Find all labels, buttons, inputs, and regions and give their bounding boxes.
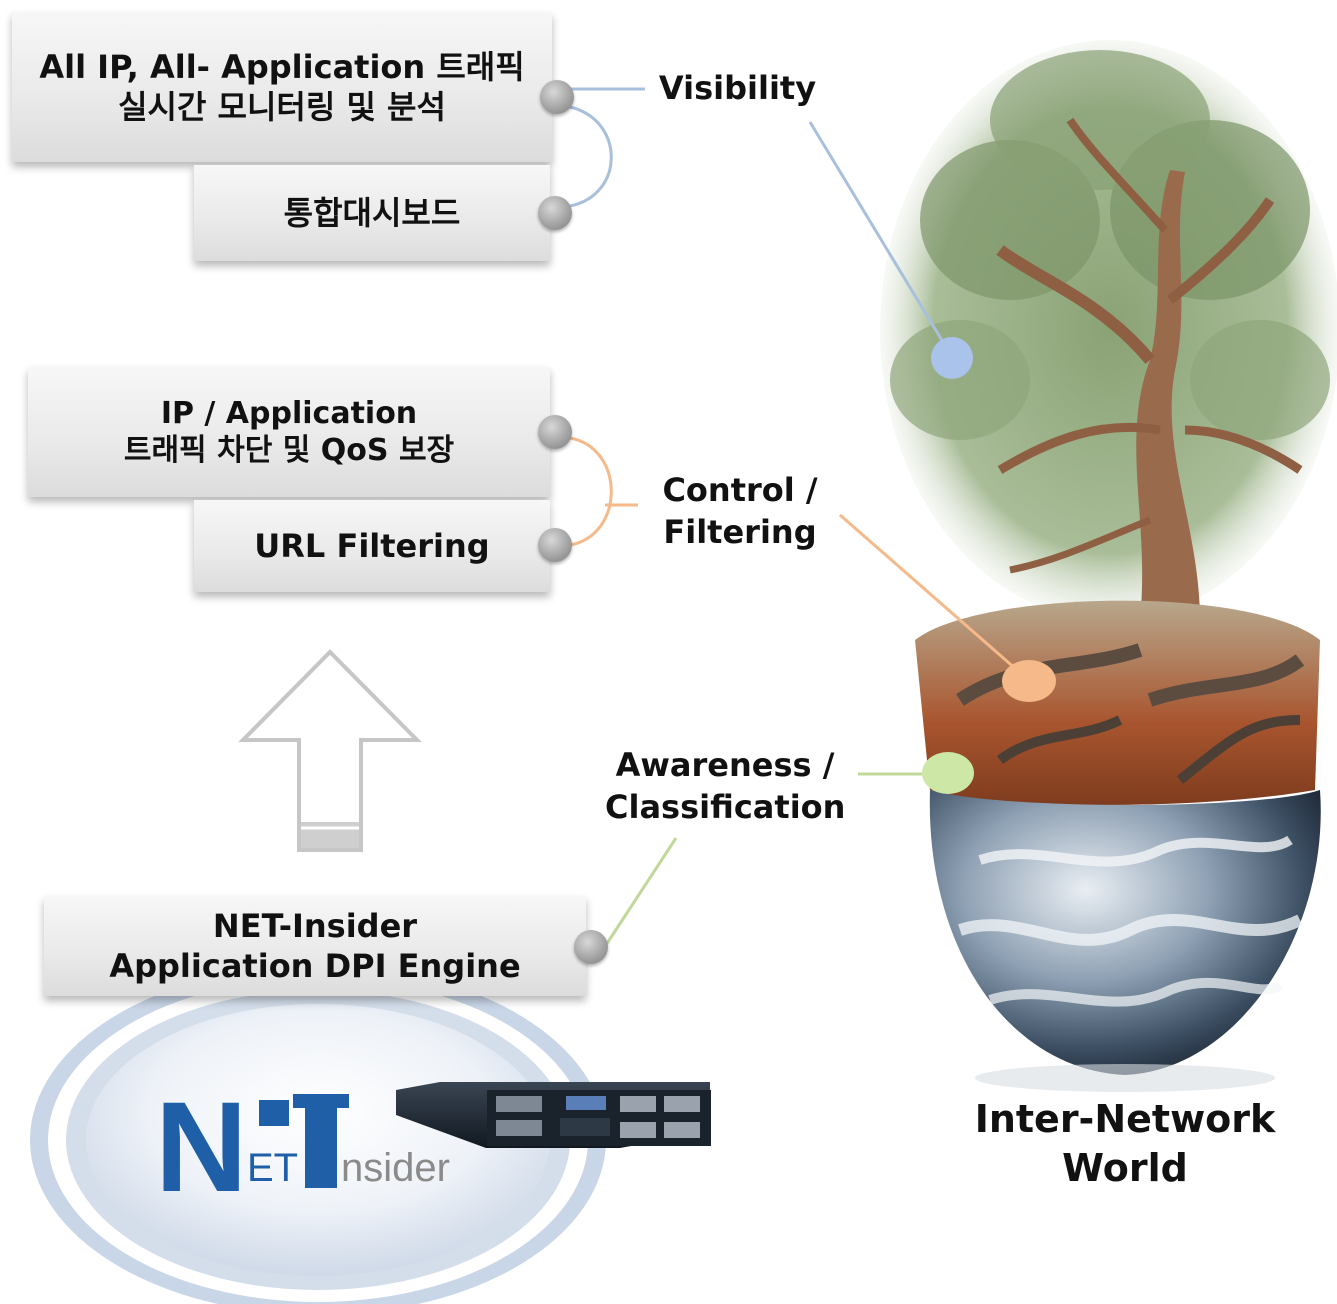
awareness-line-1: Awareness / (615, 746, 835, 784)
awareness-dot (922, 752, 974, 794)
control-line-2: Filtering (663, 512, 817, 551)
control-line-1: Control / (662, 471, 818, 509)
monitoring-box: All IP, All- Application 트래픽 실시간 모니터링 및 … (12, 12, 552, 162)
logo-nsider: nsider (341, 1146, 450, 1190)
control-dot (1002, 660, 1056, 702)
awareness-line-2: Classification (605, 787, 846, 826)
logo-bar-top (293, 1094, 349, 1108)
blocking-pin (538, 415, 572, 449)
visibility-label: Visibility (658, 69, 817, 107)
awareness-label: Awareness / Classification (605, 745, 845, 828)
engine-pin (574, 930, 608, 964)
engine-line-2: Application DPI Engine (109, 947, 521, 985)
logo-bar-small (259, 1100, 289, 1126)
tree-illustration (880, 40, 1337, 620)
url-filtering-label: URL Filtering (254, 527, 490, 565)
awareness-connectors (604, 772, 925, 946)
control-label: Control / Filtering (640, 470, 840, 553)
url-filtering-pin (538, 528, 572, 562)
logo-n: N (155, 1076, 247, 1219)
world-line-1: Inter-Network (974, 1097, 1276, 1141)
visibility-connectors (569, 87, 948, 348)
blocking-line-1: IP / Application (160, 395, 418, 431)
url-filtering-box: URL Filtering (194, 500, 550, 592)
monitoring-line-2: 실시간 모니터링 및 분석 (118, 88, 446, 126)
network-appliance (396, 1082, 711, 1148)
control-connectors (569, 436, 1018, 672)
ground-roots (915, 600, 1320, 805)
dashboard-label: 통합대시보드 (283, 194, 461, 232)
logo-bar-i (305, 1094, 337, 1188)
world-label: Inter-Network World (960, 1095, 1290, 1194)
world-line-2: World (1062, 1146, 1188, 1191)
engine-line-1: NET-Insider (212, 907, 418, 945)
visibility-dot (931, 337, 973, 379)
engine-box: NET-Insider Application DPI Engine (44, 896, 586, 996)
dashboard-pin (538, 196, 572, 230)
blocking-line-2: 트래픽 차단 및 QoS 보장 (123, 433, 455, 468)
monitoring-line-1: All IP, All- Application 트래픽 (39, 48, 525, 86)
logo-et: ET (247, 1146, 299, 1190)
dashboard-box: 통합대시보드 (194, 165, 550, 261)
monitoring-pin (540, 80, 574, 114)
blocking-box: IP / Application 트래픽 차단 및 QoS 보장 (28, 367, 550, 497)
up-arrow-icon (238, 649, 422, 852)
earth-globe (929, 790, 1321, 1092)
net-insider-logo: N ET nsider (155, 1076, 485, 1219)
